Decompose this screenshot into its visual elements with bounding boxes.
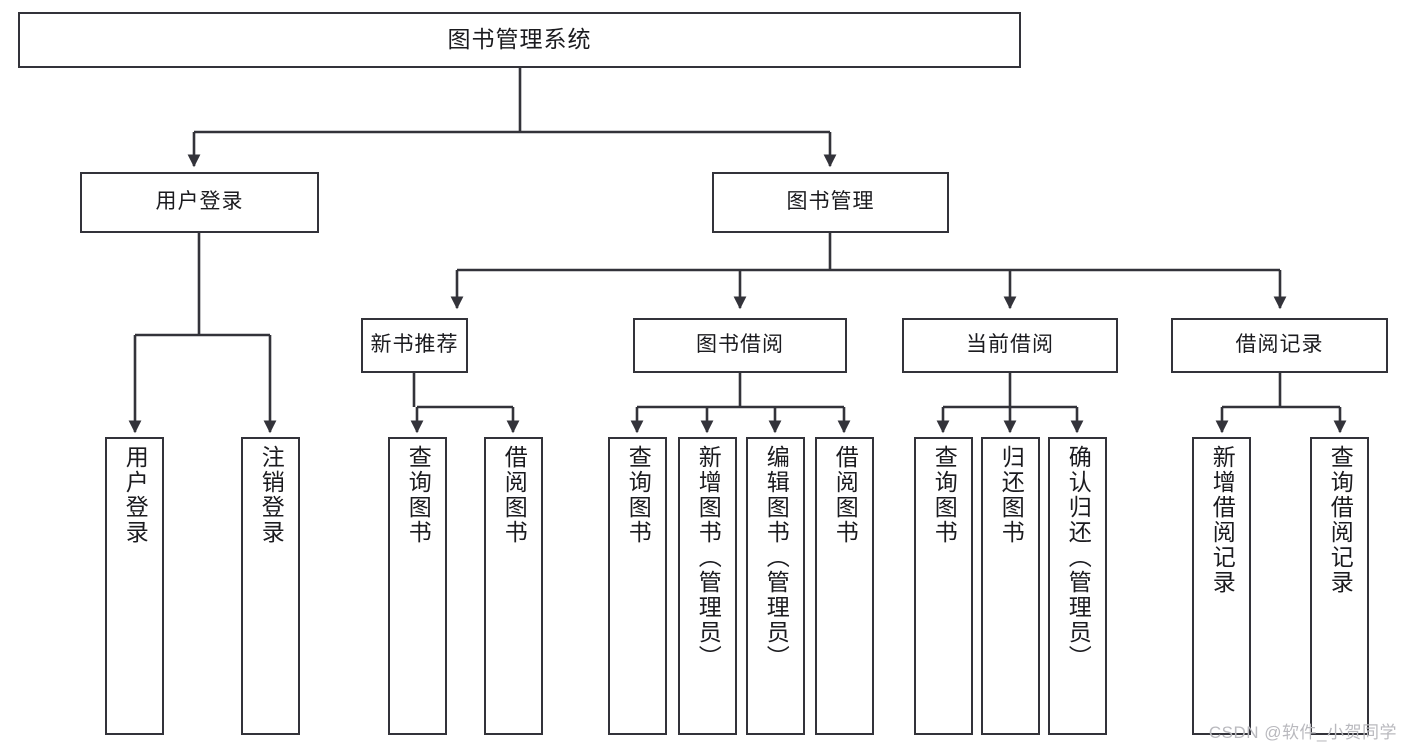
leaf-user-login-signout[interactable]: 注销登录 — [241, 437, 300, 735]
leaf-book-borrow-edit[interactable]: 编辑图书（管理员） — [746, 437, 805, 735]
leaf-book-borrow-query-label: 查询图书 — [625, 445, 652, 545]
leaf-book-borrow-lend-label: 借阅图书 — [832, 445, 859, 545]
leaf-user-login-signin-label: 用户登录 — [122, 445, 149, 545]
leaf-book-borrow-add-label: 新增图书（管理员） — [695, 445, 722, 670]
node-book-management-label: 图书管理 — [786, 190, 875, 214]
node-borrow-record-label: 借阅记录 — [1235, 333, 1324, 357]
leaf-current-borrow-confirm[interactable]: 确认归还（管理员） — [1048, 437, 1107, 735]
node-book-borrow-label: 图书借阅 — [696, 333, 784, 357]
node-current-borrow[interactable]: 当前借阅 — [902, 318, 1118, 373]
node-book-borrow[interactable]: 图书借阅 — [633, 318, 847, 373]
node-borrow-record[interactable]: 借阅记录 — [1171, 318, 1388, 373]
leaf-borrow-record-query[interactable]: 查询借阅记录 — [1310, 437, 1369, 735]
leaf-current-borrow-return-label: 归还图书 — [998, 445, 1025, 545]
leaf-user-login-signout-label: 注销登录 — [258, 445, 285, 545]
leaf-current-borrow-return[interactable]: 归还图书 — [981, 437, 1040, 735]
node-current-borrow-label: 当前借阅 — [966, 333, 1054, 357]
leaf-current-borrow-query[interactable]: 查询图书 — [914, 437, 973, 735]
node-book-management[interactable]: 图书管理 — [712, 172, 949, 233]
node-new-book-recommend[interactable]: 新书推荐 — [361, 318, 468, 373]
node-user-login[interactable]: 用户登录 — [80, 172, 319, 233]
node-root-system[interactable]: 图书管理系统 — [18, 12, 1021, 68]
leaf-borrow-record-query-label: 查询借阅记录 — [1327, 445, 1354, 595]
leaf-borrow-record-add[interactable]: 新增借阅记录 — [1192, 437, 1251, 735]
leaf-book-borrow-lend[interactable]: 借阅图书 — [815, 437, 874, 735]
leaf-current-borrow-query-label: 查询图书 — [931, 445, 958, 545]
leaf-book-borrow-edit-label: 编辑图书（管理员） — [763, 445, 790, 670]
leaf-borrow-record-add-label: 新增借阅记录 — [1209, 445, 1236, 595]
node-new-book-recommend-label: 新书推荐 — [370, 333, 459, 357]
leaf-new-book-borrow-label: 借阅图书 — [501, 445, 528, 545]
leaf-book-borrow-add[interactable]: 新增图书（管理员） — [678, 437, 737, 735]
leaf-current-borrow-confirm-label: 确认归还（管理员） — [1065, 445, 1092, 670]
leaf-book-borrow-query[interactable]: 查询图书 — [608, 437, 667, 735]
node-user-login-label: 用户登录 — [155, 190, 244, 214]
leaf-new-book-query-label: 查询图书 — [405, 445, 432, 545]
leaf-new-book-borrow[interactable]: 借阅图书 — [484, 437, 543, 735]
node-root-system-label: 图书管理系统 — [447, 26, 592, 53]
leaf-new-book-query[interactable]: 查询图书 — [388, 437, 447, 735]
leaf-user-login-signin[interactable]: 用户登录 — [105, 437, 164, 735]
